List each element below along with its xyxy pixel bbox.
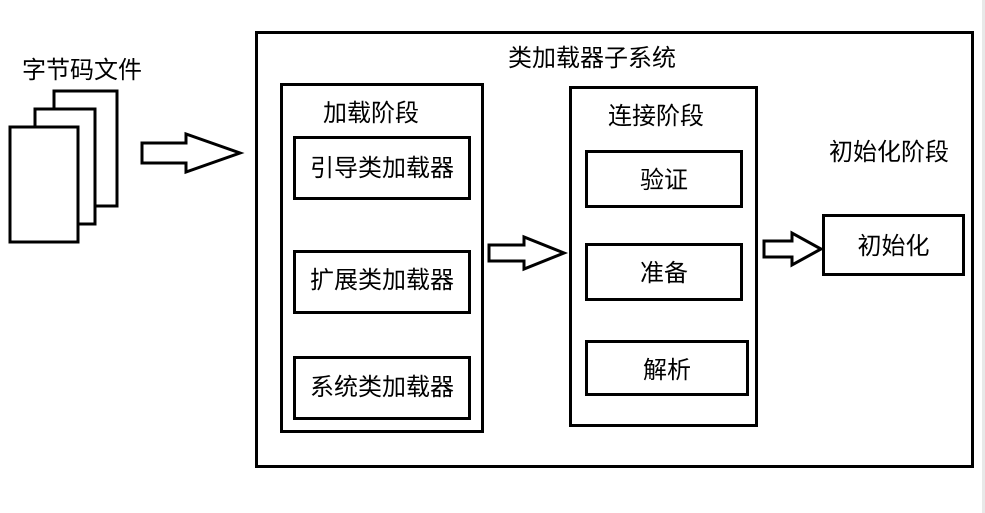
verification-box: 验证	[585, 150, 743, 208]
bootstrap-class-loader-box: 引导类加载器	[293, 136, 471, 200]
extension-class-loader-box: 扩展类加载器	[293, 250, 471, 314]
file-page-front	[8, 125, 80, 244]
arrow-right-icon	[762, 230, 825, 268]
loading-phase-title: 加载阶段	[323, 99, 419, 127]
preparation-box: 准备	[585, 243, 743, 301]
preparation-label: 准备	[640, 259, 688, 287]
initialization-box: 初始化	[822, 214, 965, 276]
class-loader-subsystem-title: 类加载器子系统	[508, 44, 676, 72]
file-stack-icon	[8, 89, 119, 244]
resolution-box: 解析	[585, 340, 749, 396]
bytecode-files-label: 字节码文件	[22, 56, 142, 84]
system-class-loader-label: 系统类加载器	[310, 373, 454, 401]
initialization-label: 初始化	[857, 232, 930, 260]
initialization-phase-title: 初始化阶段	[829, 138, 949, 166]
arrow-right-icon	[487, 234, 569, 272]
bootstrap-class-loader-label: 引导类加载器	[310, 154, 454, 182]
arrow-right-icon	[140, 131, 245, 175]
resolution-label: 解析	[643, 356, 691, 384]
linking-phase-title: 连接阶段	[608, 102, 704, 130]
verification-label: 验证	[640, 166, 688, 194]
window-edge	[982, 0, 985, 513]
extension-class-loader-label: 扩展类加载器	[310, 266, 454, 294]
system-class-loader-box: 系统类加载器	[293, 356, 471, 420]
